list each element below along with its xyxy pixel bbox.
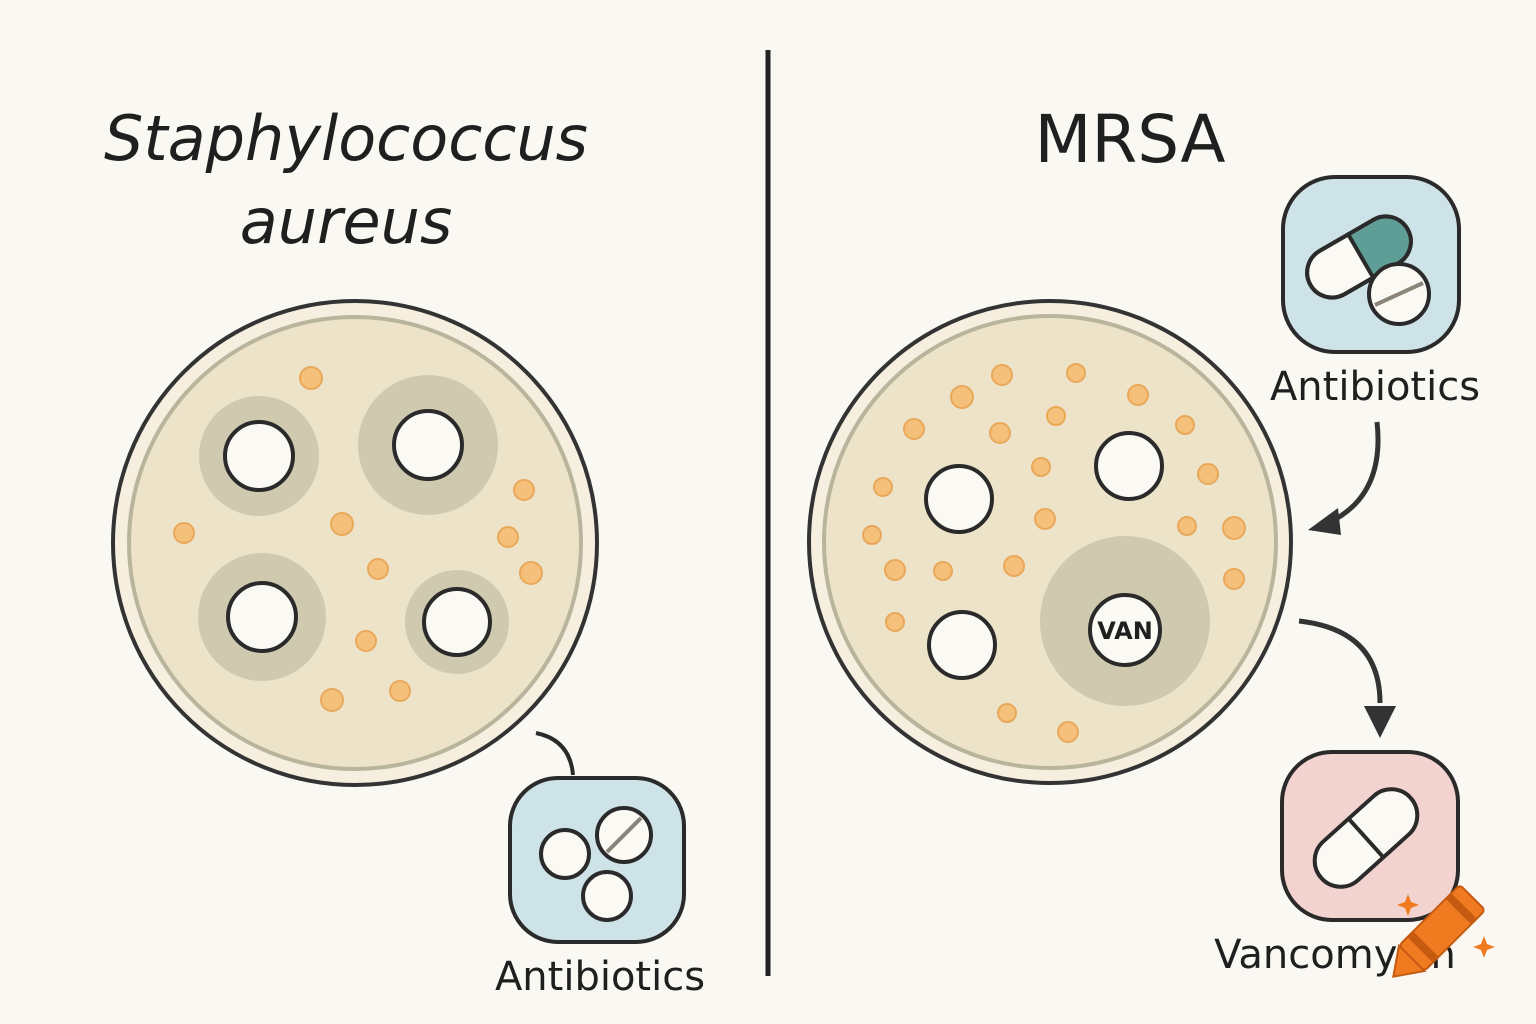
antibiotics-box-left [508,776,686,944]
crayon-icon [1392,885,1485,978]
connector-line [535,731,575,776]
left-panel: Staphylococcus aureus [104,102,705,1000]
bacterial-colonies [173,366,543,712]
antibiotic-disc [924,464,994,534]
antibiotic-disc [927,610,997,680]
sparkle-icon [1397,894,1419,916]
arrow-icon [1308,421,1381,535]
tablet-icon [581,870,633,922]
arrow-icon [1298,618,1396,738]
left-title-line2: aureus [240,185,453,258]
sparkle-icon [1473,936,1495,958]
vancomycin-disc [1088,593,1162,667]
left-title-line1: Staphylococcus [104,102,588,175]
tablet-icon [595,806,653,864]
antibiotics-box-right [1281,175,1461,354]
right-petri-dish: VAN [807,299,1293,785]
tablet-icon [539,828,591,880]
right-caption-top: Antibiotics [1270,364,1480,410]
antibiotic-disc [226,581,298,653]
antibiotic-disc [1094,431,1164,501]
tablet-icon [1367,262,1431,326]
vancomycin-box [1280,750,1460,922]
right-title: MRSA [1034,101,1225,178]
antibiotic-disc [223,420,295,492]
bacterial-colonies [862,363,1246,743]
antibiotic-disc [392,409,464,481]
right-panel: MRSA Antibiotics [807,101,1495,978]
left-petri-dish [111,299,599,787]
left-caption: Antibiotics [495,954,705,1000]
vancomycin-disc-label: VAN [1097,617,1153,645]
antibiotic-disc [422,587,492,657]
pill-capsule-icon [1312,787,1420,889]
